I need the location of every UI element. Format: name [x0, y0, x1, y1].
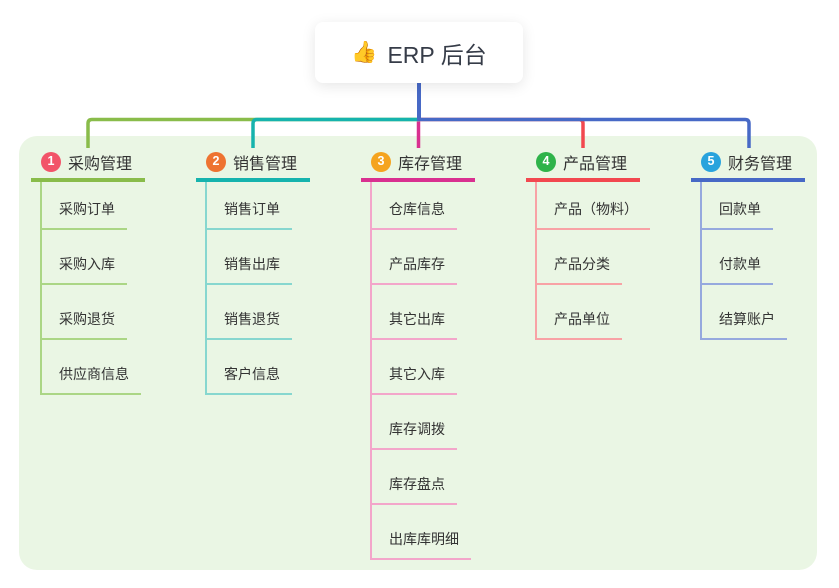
- badge-3: 3: [371, 151, 391, 172]
- badge-5: 5: [701, 151, 721, 172]
- child-label: 采购入库: [42, 254, 127, 285]
- root-node[interactable]: 👍 ERP 后台: [315, 22, 523, 83]
- child-label: 销售订单: [207, 199, 292, 230]
- branch-node-inventory[interactable]: 3 库存管理: [361, 147, 475, 182]
- badge-1: 1: [41, 151, 61, 172]
- child-node[interactable]: 销售退货: [207, 285, 292, 340]
- child-label: 结算账户: [702, 309, 787, 340]
- badge-4: 4: [536, 151, 556, 172]
- branch-children: 采购订单 采购入库 采购退货 供应商信息: [40, 182, 141, 395]
- mindmap-canvas: [19, 136, 817, 570]
- child-label: 库存盘点: [372, 474, 457, 505]
- child-label: 其它出库: [372, 309, 457, 340]
- child-node[interactable]: 结算账户: [702, 285, 787, 340]
- child-node[interactable]: 销售订单: [207, 182, 292, 230]
- branch-product: 4 产品管理 产品（物料） 产品分类 产品单位: [526, 147, 686, 340]
- child-node[interactable]: 库存盘点: [372, 450, 471, 505]
- child-node[interactable]: 付款单: [702, 230, 787, 285]
- child-label: 产品分类: [537, 254, 622, 285]
- child-node[interactable]: 出库库明细: [372, 505, 471, 560]
- child-label: 产品（物料）: [537, 199, 650, 230]
- child-node[interactable]: 采购入库: [42, 230, 141, 285]
- child-node[interactable]: 产品（物料）: [537, 182, 650, 230]
- child-label: 其它入库: [372, 364, 457, 395]
- child-label: 采购订单: [42, 199, 127, 230]
- branch-label: 财务管理: [728, 155, 793, 173]
- child-label: 供应商信息: [42, 364, 141, 395]
- child-node[interactable]: 产品分类: [537, 230, 650, 285]
- child-label: 销售退货: [207, 309, 292, 340]
- branch-children: 仓库信息 产品库存 其它出库 其它入库 库存调拨 库存盘点 出库库明细: [370, 182, 471, 560]
- branch-sales: 2 销售管理 销售订单 销售出库 销售退货 客户信息: [196, 147, 356, 395]
- child-label: 库存调拨: [372, 419, 457, 450]
- child-label: 仓库信息: [372, 199, 457, 230]
- branch-node-sales[interactable]: 2 销售管理: [196, 147, 310, 182]
- child-node[interactable]: 仓库信息: [372, 182, 471, 230]
- branch-label: 销售管理: [233, 155, 298, 173]
- thumbs-up-icon: 👍: [351, 41, 378, 64]
- branch-purchase: 1 采购管理 采购订单 采购入库 采购退货 供应商信息: [31, 147, 191, 395]
- child-label: 销售出库: [207, 254, 292, 285]
- child-node[interactable]: 采购退货: [42, 285, 141, 340]
- branch-label: 产品管理: [563, 155, 628, 173]
- child-node[interactable]: 回款单: [702, 182, 787, 230]
- branch-finance: 5 财务管理 回款单 付款单 结算账户: [691, 147, 839, 340]
- badge-2: 2: [206, 151, 226, 172]
- child-node[interactable]: 其它出库: [372, 285, 471, 340]
- child-node[interactable]: 产品库存: [372, 230, 471, 285]
- branch-node-finance[interactable]: 5 财务管理: [691, 147, 805, 182]
- child-node[interactable]: 采购订单: [42, 182, 141, 230]
- branch-label: 采购管理: [68, 155, 133, 173]
- child-node[interactable]: 其它入库: [372, 340, 471, 395]
- branch-children: 产品（物料） 产品分类 产品单位: [535, 182, 650, 340]
- child-node[interactable]: 客户信息: [207, 340, 292, 395]
- child-label: 产品库存: [372, 254, 457, 285]
- child-node[interactable]: 产品单位: [537, 285, 650, 340]
- branch-children: 回款单 付款单 结算账户: [700, 182, 787, 340]
- child-label: 采购退货: [42, 309, 127, 340]
- child-label: 客户信息: [207, 364, 292, 395]
- child-label: 产品单位: [537, 309, 622, 340]
- child-node[interactable]: 供应商信息: [42, 340, 141, 395]
- child-node[interactable]: 销售出库: [207, 230, 292, 285]
- branch-inventory: 3 库存管理 仓库信息 产品库存 其它出库 其它入库 库存调拨 库存盘点 出库库…: [361, 147, 521, 560]
- branch-label: 库存管理: [398, 155, 463, 173]
- child-label: 付款单: [702, 254, 773, 285]
- child-label: 出库库明细: [372, 529, 471, 560]
- branch-node-purchase[interactable]: 1 采购管理: [31, 147, 145, 182]
- root-node-label: ERP 后台: [387, 41, 487, 68]
- child-label: 回款单: [702, 199, 773, 230]
- branch-children: 销售订单 销售出库 销售退货 客户信息: [205, 182, 292, 395]
- child-node[interactable]: 库存调拨: [372, 395, 471, 450]
- branch-node-product[interactable]: 4 产品管理: [526, 147, 640, 182]
